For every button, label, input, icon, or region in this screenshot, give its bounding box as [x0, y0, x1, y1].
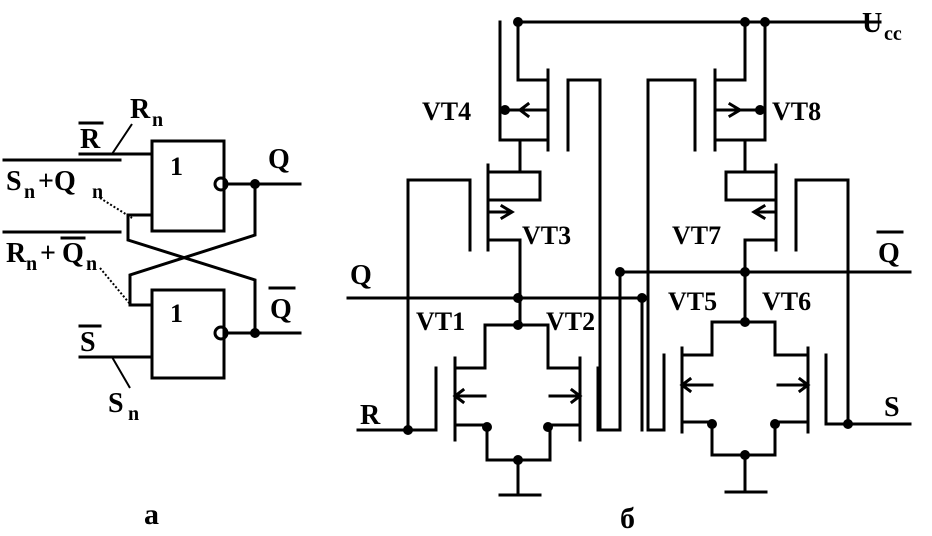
junction-ground-right — [740, 450, 750, 460]
caption-b: б — [620, 502, 635, 535]
junction-ground-left — [513, 455, 523, 465]
ground-right — [724, 453, 768, 494]
wire-feedback-qbar — [126, 213, 257, 335]
vt56-arrows — [679, 376, 811, 394]
label-vt2: VT2 — [546, 307, 595, 336]
vt12-arrows — [452, 387, 583, 405]
label-vt1: VT1 — [416, 307, 465, 336]
label-ucc-sub: cc — [884, 23, 902, 45]
vt3-body — [486, 138, 542, 262]
expr-top-sub1: n — [24, 181, 35, 203]
leader-sn-qn — [99, 197, 133, 219]
vt3-arrow — [486, 203, 515, 221]
vt3-gate — [406, 178, 472, 432]
junction-qbar — [250, 328, 260, 338]
wire-qbar-line — [618, 270, 912, 432]
expr-bot-sub1: n — [26, 253, 37, 275]
diagram-a: 1 1 R S R n S n S n +Q — [2, 94, 302, 531]
junction-vt6-source — [770, 419, 780, 429]
label-q-output: Q — [268, 144, 290, 175]
label-r-input-b: R — [360, 400, 381, 431]
junction-vt8 — [755, 105, 765, 115]
expr-bot-r: R — [6, 238, 27, 269]
label-qbar-output: Q — [270, 294, 292, 325]
vt7-arrow — [751, 203, 778, 221]
vt56-gates — [646, 353, 850, 432]
expr-top-plus: +Q — [38, 166, 76, 197]
vt8-drain-source — [713, 20, 767, 142]
junction-q — [250, 179, 260, 189]
vt12-sources — [453, 423, 582, 462]
label-s-input: S — [80, 327, 96, 358]
caption-a: а — [144, 498, 159, 531]
label-vt7: VT7 — [672, 221, 721, 250]
vt12-channels — [453, 356, 582, 442]
ground-left — [498, 458, 542, 497]
label-vt4: VT4 — [422, 97, 471, 126]
junction-vt2-source — [543, 422, 553, 432]
vt7-body — [724, 138, 778, 262]
junction-vt5-source — [707, 419, 717, 429]
nor-gate-bottom — [150, 288, 226, 380]
vt4-arrow — [517, 101, 550, 119]
vt56-channels — [680, 346, 810, 434]
nor-gate-top — [150, 139, 226, 233]
expr-bot-q: Q — [62, 238, 84, 269]
expr-bot-sub2: n — [86, 253, 97, 275]
vt8-arrow — [713, 101, 743, 119]
label-ucc: U — [862, 8, 882, 39]
label-q-output-b: Q — [350, 260, 372, 291]
diagram-b: U cc VT4 VT3 VT1 VT2 — [346, 8, 912, 535]
vt7-gate — [794, 178, 850, 426]
label-r-input: R — [80, 124, 101, 155]
expr-bot-plus: + — [40, 238, 56, 269]
leader-rn-qn — [99, 267, 131, 305]
leader-sn — [111, 356, 131, 389]
vt8-gate — [646, 78, 697, 432]
vt12-gates — [406, 366, 600, 432]
wire-qbar-to-vt — [598, 258, 622, 432]
label-vt5: VT5 — [668, 287, 717, 316]
vt12-drains — [453, 323, 582, 370]
label-rn-sub: n — [152, 109, 163, 131]
junction-r-input — [403, 425, 413, 435]
gate-top-symbol: 1 — [170, 152, 183, 181]
expr-top-sub2: n — [92, 181, 103, 203]
leader-rn — [111, 123, 133, 155]
vt4-gate — [566, 78, 602, 262]
label-s-input-b: S — [884, 392, 900, 423]
label-vt3: VT3 — [522, 221, 571, 250]
label-vt8: VT8 — [772, 97, 821, 126]
junction-s-input — [843, 419, 853, 429]
label-qbar-output-b: Q — [878, 238, 900, 269]
junction-vt1-source — [482, 422, 492, 432]
label-vt6: VT6 — [762, 287, 811, 316]
gate-bottom-symbol: 1 — [170, 299, 183, 328]
vt56-drains — [680, 320, 810, 357]
vt4-drain-source — [498, 20, 550, 142]
expr-top-s: S — [6, 166, 22, 197]
label-rn: R — [130, 94, 151, 125]
label-sn-sub: n — [128, 403, 139, 425]
junction-vt4 — [500, 105, 510, 115]
wire-feedback-q — [128, 182, 257, 307]
label-sn: S — [108, 388, 124, 419]
